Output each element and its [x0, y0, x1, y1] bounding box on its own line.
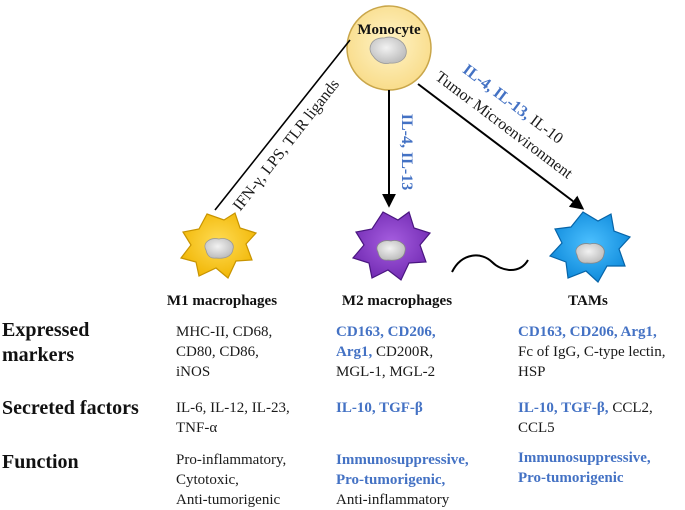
tams-function-line1: Immunosuppressive,	[518, 450, 651, 466]
m1-secreted-line1: IL-6, IL-12, IL-23,	[176, 400, 290, 416]
arrow-to-tams	[417, 83, 585, 210]
tams-markers-line2: Fc of IgG, C-type lectin,	[518, 344, 666, 360]
m2-tams-connector	[451, 254, 529, 273]
m2-function-line1: Immunosuppressive,	[336, 452, 469, 468]
row-head-markers-line2: markers	[2, 344, 75, 366]
tams-markers-line1: CD163, CD206, Arg1,	[518, 324, 657, 340]
tams-secreted-line1-plain: CCL2,	[608, 400, 653, 416]
row-head-markers: Expressed markers	[2, 318, 89, 368]
tams-markers-line3: HSP	[518, 364, 546, 380]
monocyte-nucleus	[369, 36, 407, 64]
m2-function-line3: Anti-inflammatory	[336, 492, 450, 508]
tams-label: TAMs	[568, 293, 608, 309]
row-head-secreted: Secreted factors	[2, 397, 139, 419]
m2-markers-line1: CD163, CD206,	[336, 324, 436, 340]
m1-label: M1 macrophages	[167, 293, 277, 309]
m1-nucleus	[204, 238, 234, 259]
tams-secreted: IL-10, TGF-β, CCL2, CCL5	[518, 398, 653, 438]
tams-function-line2: Pro-tumorigenic	[518, 470, 624, 486]
m1-secreted: IL-6, IL-12, IL-23, TNF-α	[176, 398, 290, 438]
m1-markers-line2: CD80, CD86,	[176, 344, 259, 360]
monocyte-label: Monocyte	[357, 22, 421, 38]
m2-markers-line2-plain: CD200R,	[372, 344, 434, 360]
arrow-to-m1	[214, 39, 351, 211]
m2-markers: CD163, CD206, Arg1, CD200R, MGL-1, MGL-2	[336, 322, 436, 382]
m2-secreted: IL-10, TGF-β	[336, 398, 423, 418]
m1-function-line2: Cytotoxic,	[176, 472, 239, 488]
tam-nucleus	[575, 243, 605, 264]
m2-secreted-line1: IL-10, TGF-β	[336, 400, 423, 416]
m1-function-line1: Pro-inflammatory,	[176, 452, 287, 468]
m1-markers-line1: MHC-II, CD68,	[176, 324, 273, 340]
tam-cell	[548, 211, 632, 283]
m2-markers-line3: MGL-1, MGL-2	[336, 364, 436, 380]
m2-label: M2 macrophages	[342, 293, 452, 309]
row-head-markers-line1: Expressed	[2, 319, 90, 341]
m1-function: Pro-inflammatory, Cytotoxic, Anti-tumori…	[176, 450, 286, 510]
m2-nucleus	[376, 240, 406, 261]
tams-markers: CD163, CD206, Arg1, Fc of IgG, C-type le…	[518, 322, 665, 382]
row-head-function: Function	[2, 451, 79, 473]
tams-secreted-line1-hl: IL-10, TGF-β,	[518, 400, 609, 416]
m2-markers-line2-hl: Arg1,	[336, 344, 373, 360]
m2-macrophage-cell	[351, 211, 432, 281]
m1-secreted-line2: TNF-α	[176, 420, 218, 436]
m1-function-line3: Anti-tumorigenic	[176, 492, 281, 508]
arrow-to-m1-label: IFN-γ, LPS, TLR ligands	[230, 76, 343, 214]
m2-function-line2: Pro-tumorigenic,	[336, 472, 446, 488]
m2-function: Immunosuppressive, Pro-tumorigenic, Anti…	[336, 450, 469, 510]
m1-markers-line3: iNOS	[176, 364, 211, 380]
m1-markers: MHC-II, CD68, CD80, CD86, iNOS	[176, 322, 272, 382]
tams-secreted-line2: CCL5	[518, 420, 555, 436]
tams-function: Immunosuppressive, Pro-tumorigenic	[518, 448, 651, 488]
monocyte-cell: Monocyte	[346, 5, 432, 91]
m1-macrophage-cell	[179, 212, 258, 279]
arrow-to-m2-label: IL-4, IL-13	[398, 114, 415, 190]
